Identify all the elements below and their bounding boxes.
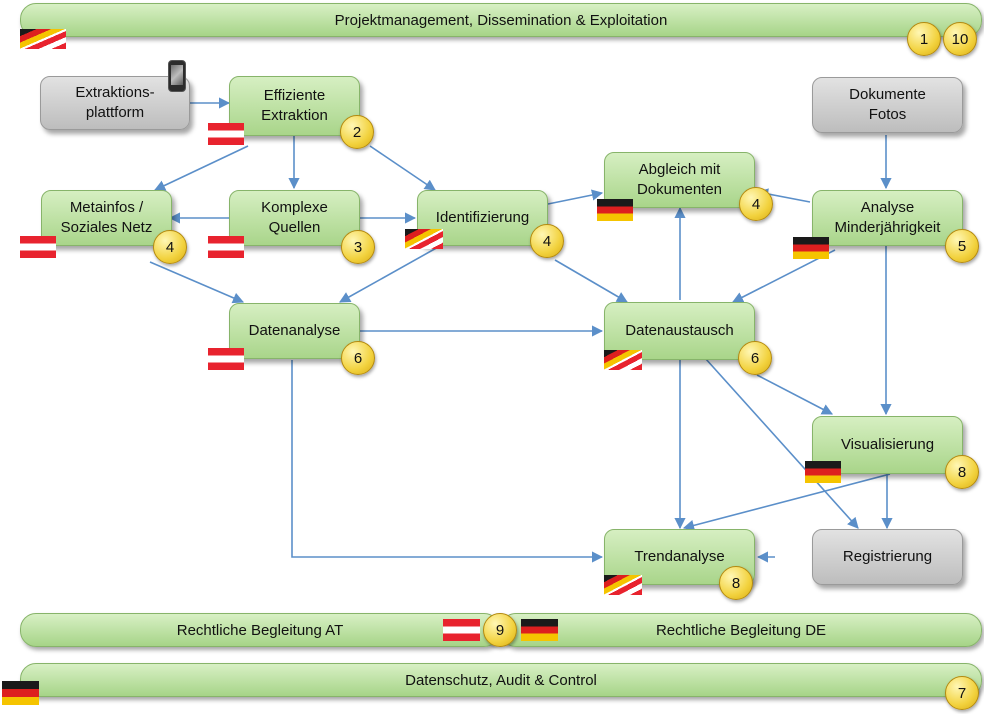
node-extraktionsplattform-line1: Extraktions- [75,84,155,101]
badge-analyse: 5 [945,229,979,263]
node-registrierung-label: Registrierung [842,548,933,565]
node-extraktionsplattform-line2: plattform [85,104,145,121]
badge-komplexe-quellen: 3 [341,230,375,264]
flag-at-icon [208,348,244,370]
badge-projektmanagement-1: 1 [907,22,941,56]
bar-projektmanagement-label: Projektmanagement, Dissemination & Explo… [334,11,668,29]
badge-projektmanagement-10: 10 [943,22,977,56]
flag-de-icon [805,461,841,483]
arrow-identifizierung-to-abgleich [547,189,604,205]
bar-rechtliche-begleitung-at: Rechtliche Begleitung AT [20,613,500,647]
flag-at-de-icon [405,229,443,249]
arrow-datenaustausch-to-registrierung [704,357,859,529]
arrow-identifizierung-to-datenanalyse [339,245,441,303]
node-trendanalyse-label: Trendanalyse [634,548,725,565]
node-dokumente-fotos-line1: Dokumente [849,86,926,103]
flag-de-icon [521,619,558,641]
node-identifizierung-label: Identifizierung [435,209,530,226]
flag-at-icon [20,236,56,258]
node-datenaustausch: Datenaustausch [604,302,755,360]
badge-identifizierung: 4 [530,224,564,258]
bar-rechtliche-begleitung-de: Rechtliche Begleitung DE [500,613,982,647]
node-datenaustausch-label: Datenaustausch [625,322,734,339]
flag-de-icon [597,199,633,221]
arrow-extraktion-to-identifizierung [369,145,436,191]
bar-projektmanagement: Projektmanagement, Dissemination & Explo… [20,3,982,37]
arrow-datenanalyse-to-trendanalyse [291,360,604,563]
node-abgleich-line2: Dokumenten [636,181,723,198]
flag-at-icon [208,236,244,258]
node-effiziente-extraktion-line2: Extraktion [261,107,328,124]
node-effiziente-extraktion-line1: Effiziente [263,87,326,104]
node-dokumente-fotos-line2: Fotos [868,106,907,123]
smartphone-icon [168,60,186,92]
node-analyse-line2: Minderjährigkeit [834,219,941,236]
flag-at-icon [443,619,480,641]
arrow-datenaustausch-to-visualisierung [756,374,833,415]
flag-at-de-icon [604,350,642,370]
arrow-visualisierung-to-trendanalyse [682,473,891,531]
badge-datenaustausch: 6 [738,341,772,375]
badge-datenanalyse: 6 [341,341,375,375]
node-komplexe-quellen: Komplexe Quellen [229,190,360,246]
node-datenanalyse-label: Datenanalyse [248,322,341,339]
node-registrierung: Registrierung [812,529,963,585]
node-datenanalyse: Datenanalyse [229,303,360,359]
node-visualisierung-label: Visualisierung [840,436,935,453]
arrow-extraktion-to-metainfos [153,145,249,191]
bar-rechtliche-begleitung-at-label: Rechtliche Begleitung AT [176,621,344,639]
node-metainfos-line2: Soziales Netz [60,219,153,236]
node-extraktionsplattform: Extraktions- plattform [40,76,190,130]
bar-datenschutz: Datenschutz, Audit & Control [20,663,982,697]
badge-effiziente-extraktion: 2 [340,115,374,149]
node-komplexe-quellen-line1: Komplexe [261,199,328,216]
badge-trendanalyse: 8 [719,566,753,600]
node-effiziente-extraktion: Effiziente Extraktion [229,76,360,136]
bar-datenschutz-label: Datenschutz, Audit & Control [405,671,597,689]
flag-at-icon [208,123,244,145]
node-dokumente-fotos: Dokumente Fotos [812,77,963,133]
node-metainfos-line1: Metainfos / [69,199,144,216]
arrow-metainfos-to-datenanalyse [149,261,245,304]
node-abgleich-line1: Abgleich mit [638,161,721,178]
badge-visualisierung: 8 [945,455,979,489]
node-metainfos: Metainfos / Soziales Netz [41,190,172,246]
bar-rechtliche-begleitung-de-label: Rechtliche Begleitung DE [655,621,827,639]
badge-rechtliche-begleitung: 9 [483,613,517,647]
node-komplexe-quellen-line2: Quellen [268,219,321,236]
badge-datenschutz: 7 [945,676,979,710]
badge-metainfos: 4 [153,230,187,264]
flag-de-icon [2,681,39,705]
flag-at-de-icon [604,575,642,595]
flag-at-de-icon [20,29,66,49]
node-abgleich: Abgleich mit Dokumenten [604,152,755,208]
arrow-identifizierung-to-datenaustausch [554,259,628,303]
flag-de-icon [793,237,829,259]
badge-abgleich: 4 [739,187,773,221]
node-analyse-line1: Analyse [860,199,915,216]
node-analyse-minderjaehrigkeit: Analyse Minderjährigkeit [812,190,963,246]
